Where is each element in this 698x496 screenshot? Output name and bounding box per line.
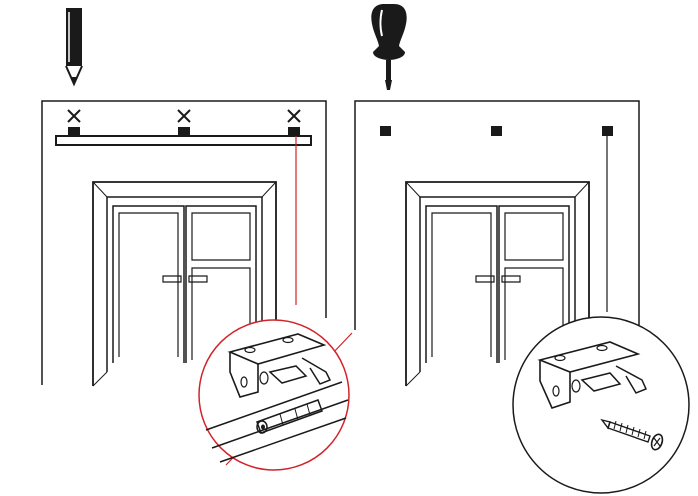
bracket-mark: [491, 126, 502, 136]
pencil-icon: [65, 8, 83, 87]
zoom-detail-left: [198, 319, 350, 471]
mark-cross: [287, 109, 301, 136]
mark-cross: [67, 109, 81, 136]
window-right: [405, 181, 590, 387]
screwdriver-icon: [371, 4, 407, 90]
wall-outline-right: [354, 100, 640, 340]
zoom-detail-right: [512, 316, 690, 494]
mark-cross: [177, 109, 191, 136]
bracket-mark: [380, 126, 391, 136]
wall-outline-left: [41, 100, 327, 385]
window-left: [92, 181, 277, 387]
bracket-mark: [602, 126, 613, 136]
curtain-rail: [55, 135, 312, 146]
screw-icon: [600, 418, 664, 451]
